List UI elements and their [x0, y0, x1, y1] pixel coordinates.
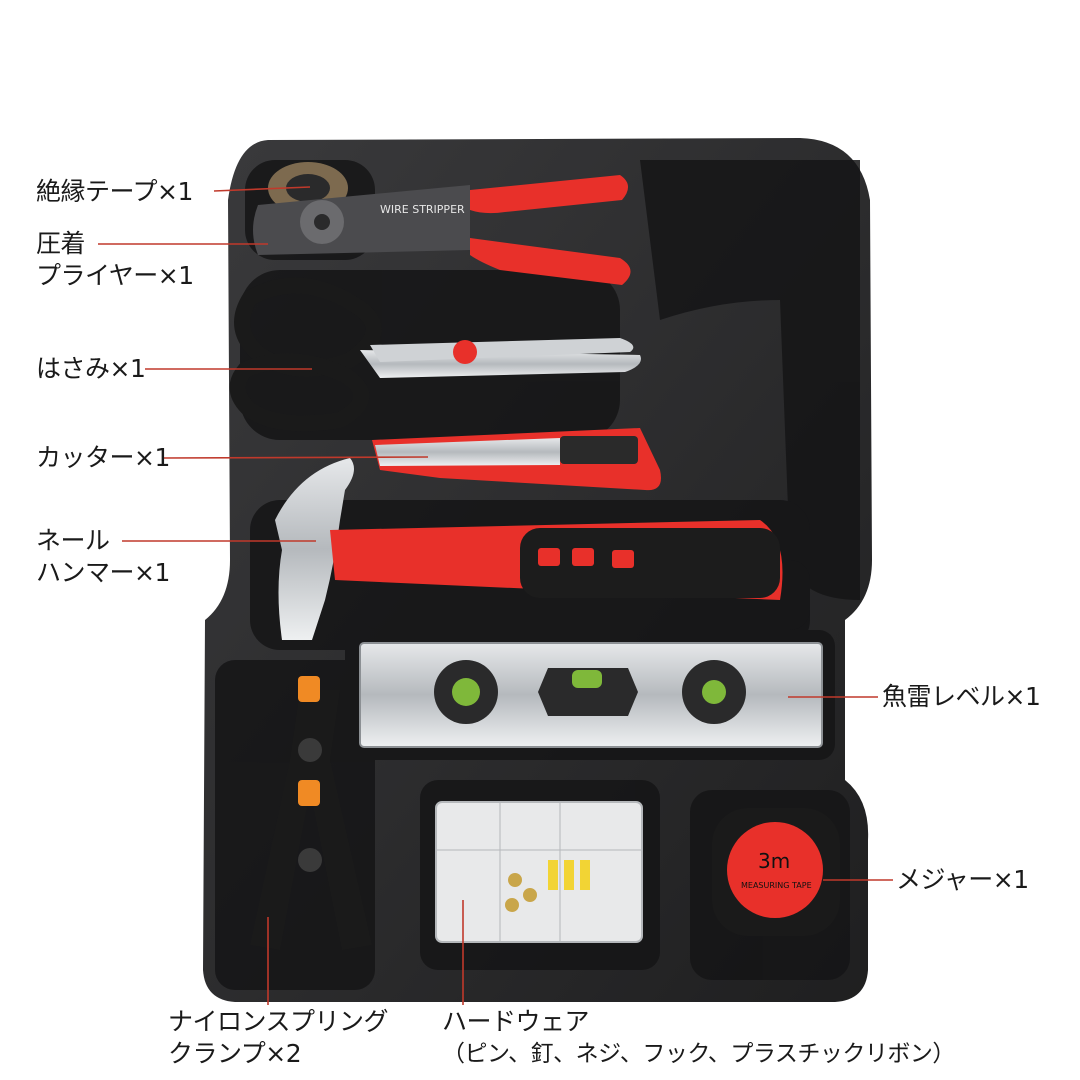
- tape-leader: [213, 186, 311, 192]
- callout-measure: メジャー×1: [896, 865, 1029, 894]
- callout-level: 魚雷レベル×1: [882, 682, 1041, 711]
- callout-lines: [98, 186, 893, 1005]
- callout-crimp-pliers: 圧着 プライヤー×1: [36, 228, 194, 292]
- callout-hammer-line2: ハンマー×1: [36, 558, 170, 587]
- spring-clamps: [250, 676, 372, 950]
- callout-cutter: カッター×1: [36, 443, 170, 472]
- callout-clamps-line2: クランプ×2: [168, 1039, 302, 1068]
- hardware-organizer: [435, 801, 643, 943]
- callout-hardware: ハードウェア （ピン、釘、ネジ、フック、プラスチックリボン）: [442, 1006, 955, 1070]
- utility-knife: [372, 428, 661, 491]
- callout-hammer: ネール ハンマー×1: [36, 525, 170, 589]
- scissors: [229, 277, 641, 432]
- callout-crimp-line1: 圧着: [36, 229, 86, 258]
- cutter-leader: [163, 456, 429, 459]
- claw-hammer: [275, 458, 783, 640]
- callout-hardware-line2: （ピン、釘、ネジ、フック、プラスチックリボン）: [442, 1041, 955, 1067]
- callout-scissors: はさみ×1: [36, 354, 146, 383]
- measuring-tape: 3m MEASURING TAPE: [712, 808, 840, 936]
- callout-hammer-line1: ネール: [36, 526, 110, 555]
- callout-clamps: ナイロンスプリング クランプ×2: [168, 1006, 389, 1070]
- torpedo-level: [359, 642, 823, 748]
- tape-size: 3m: [758, 849, 790, 873]
- callout-clamps-line1: ナイロンスプリング: [168, 1007, 389, 1036]
- callout-crimp-line2: プライヤー×1: [36, 261, 194, 290]
- stripper-marking: WIRE STRIPPER: [380, 203, 465, 216]
- callout-hardware-line1: ハードウェア: [442, 1007, 590, 1036]
- crimping-pliers: WIRE STRIPPER: [253, 175, 631, 285]
- tape-marking: MEASURING TAPE: [741, 881, 812, 890]
- callout-tape: 絶縁テープ×1: [36, 177, 193, 206]
